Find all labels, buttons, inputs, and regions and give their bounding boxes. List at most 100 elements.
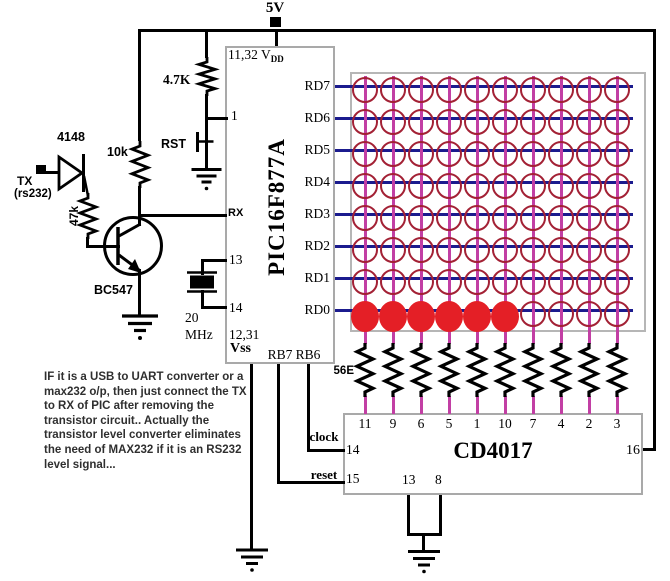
pic-rd-pin-label: RD4	[304, 174, 330, 189]
matrix-col-line	[392, 76, 395, 333]
resistor-56E	[605, 343, 629, 397]
cd4017-box	[343, 413, 643, 495]
transistor-label: BC547	[94, 283, 133, 297]
crystal-20mhz-icon	[187, 271, 217, 293]
led	[604, 173, 630, 199]
led	[408, 77, 434, 103]
matrix-col-stub-lower	[560, 396, 563, 414]
tx-sub-label: (rs232)	[14, 188, 52, 200]
wire-47k-to-base	[86, 237, 89, 248]
led	[464, 205, 490, 231]
led	[408, 269, 434, 295]
led	[464, 269, 490, 295]
wire-base-horiz	[86, 245, 120, 248]
pic16f877a-box	[225, 46, 335, 364]
matrix-col-line	[616, 76, 619, 333]
led	[604, 109, 630, 135]
led	[576, 173, 602, 199]
pic-rb7-label: RB7	[267, 347, 293, 362]
led	[380, 205, 406, 231]
matrix-col-stub-lower	[588, 396, 591, 414]
matrix-col-stub-upper	[616, 330, 619, 344]
led	[380, 77, 406, 103]
matrix-col-stub-upper	[560, 330, 563, 344]
tx-pad	[36, 165, 46, 174]
matrix-col-stub-upper	[532, 330, 535, 344]
led	[548, 109, 574, 135]
matrix-col-stub-lower	[532, 396, 535, 414]
cd4017-pin16-label: 16	[626, 443, 640, 458]
cd4017-top-pin-label: 1	[473, 416, 481, 431]
resistor-56E	[521, 343, 545, 397]
ground-vss-icon	[236, 548, 268, 572]
wire-10k-to-rx	[138, 186, 141, 219]
supply-pad	[270, 17, 281, 27]
cd4017-pin13-label: 13	[402, 472, 416, 487]
matrix-col-line	[588, 76, 591, 333]
pic-rd-pin-label: RD5	[304, 142, 330, 157]
resistor-56E	[577, 343, 601, 397]
wire-cd-pin8-down	[439, 495, 442, 536]
matrix-col-stub-upper	[448, 330, 451, 344]
led	[408, 237, 434, 263]
led	[492, 109, 518, 135]
led	[380, 269, 406, 295]
matrix-col-stub-lower	[420, 396, 423, 414]
led	[380, 237, 406, 263]
led	[352, 205, 378, 231]
transistor-bc547-icon	[103, 216, 163, 276]
ground-rst-icon	[191, 168, 222, 191]
led	[380, 109, 406, 135]
matrix-col-stub-upper	[588, 330, 591, 344]
led	[604, 205, 630, 231]
led	[520, 109, 546, 135]
reset-button-icon	[196, 132, 214, 152]
cd4017-name-label: CD4017	[453, 438, 533, 463]
r-array-label: 56E	[333, 365, 354, 377]
wire-cd-gnd-stem	[422, 533, 425, 551]
matrix-col-stub-upper	[476, 330, 479, 344]
resistor-56E	[465, 343, 489, 397]
matrix-col-stub-lower	[504, 396, 507, 414]
resistor-56E	[409, 343, 433, 397]
led	[604, 269, 630, 295]
cd4017-top-pin-label: 4	[557, 416, 565, 431]
led	[436, 109, 462, 135]
resistor-56E	[549, 343, 573, 397]
pic-rd-pin-label: RD0	[304, 302, 330, 317]
led	[464, 237, 490, 263]
led	[548, 77, 574, 103]
r-pullup-label: 4.7K	[163, 72, 191, 87]
pic-vdd-label: 11,32 VDD	[228, 47, 284, 64]
led	[492, 205, 518, 231]
wire-5v-drop	[275, 29, 278, 46]
led-lit	[351, 301, 379, 332]
led	[464, 141, 490, 167]
diode-label: 4148	[57, 130, 85, 144]
led	[548, 141, 574, 167]
led	[520, 205, 546, 231]
pic-vdd-pins: 11,32 V	[228, 47, 271, 62]
led	[352, 77, 378, 103]
note-text: IF it is a USB to UART converter or a ma…	[44, 371, 247, 471]
led	[576, 141, 602, 167]
resistor-56E	[353, 343, 377, 397]
resistor-4_7K	[193, 57, 220, 96]
led	[436, 237, 462, 263]
resistor-56E	[381, 343, 405, 397]
led	[436, 205, 462, 231]
matrix-col-line	[364, 76, 367, 333]
cd4017-top-pin-label: 7	[529, 416, 537, 431]
clock-label: clock	[309, 429, 339, 444]
led	[520, 173, 546, 199]
led	[548, 301, 574, 327]
cd4017-top-pin-label: 6	[417, 416, 425, 431]
r-collector-label: 10k	[107, 145, 128, 159]
tx-label: TX	[17, 174, 33, 188]
supply-label: 5V	[265, 0, 285, 16]
led	[520, 269, 546, 295]
led-lit	[407, 301, 435, 332]
wire-right-drop	[653, 29, 656, 451]
matrix-col-line	[476, 76, 479, 333]
